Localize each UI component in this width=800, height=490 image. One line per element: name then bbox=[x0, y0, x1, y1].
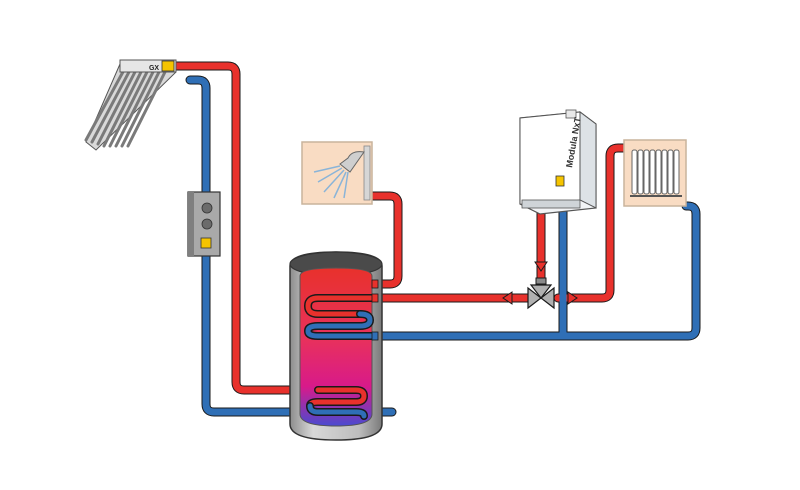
shower-panel bbox=[301, 141, 373, 205]
shower-head-icon bbox=[339, 151, 365, 173]
upper-heat-exchanger-coil bbox=[303, 294, 376, 340]
radiator-panel bbox=[623, 139, 687, 207]
collector-label: GX bbox=[149, 65, 159, 72]
collector-tubes bbox=[84, 68, 168, 148]
arrow-right-icon bbox=[567, 291, 578, 305]
pipe-outlines bbox=[155, 61, 701, 417]
radiator-return-pipe bbox=[368, 202, 700, 340]
solar-controller bbox=[187, 191, 221, 257]
tank-connections bbox=[371, 279, 379, 341]
pipe-network bbox=[156, 62, 700, 416]
radiator-icon bbox=[630, 149, 682, 197]
three-way-valve bbox=[527, 277, 555, 310]
solar-flow-pipe bbox=[156, 62, 322, 394]
flow-arrows bbox=[502, 261, 578, 305]
valve-to-radiator-pipe bbox=[554, 144, 628, 302]
boiler-brand-badge bbox=[555, 175, 565, 187]
solar-collector: GX bbox=[84, 59, 177, 151]
wall-boiler: Modula NxT bbox=[519, 109, 597, 215]
shower-supply-pipe bbox=[368, 192, 402, 288]
lower-heat-exchanger-coil bbox=[306, 386, 369, 420]
storage-tank bbox=[289, 251, 383, 441]
arrow-down-icon bbox=[534, 261, 548, 272]
controller-knob-icon bbox=[201, 218, 213, 230]
controller-indicator bbox=[200, 237, 212, 249]
controller-knob-icon bbox=[201, 202, 213, 214]
arrow-left-icon bbox=[502, 291, 513, 305]
shower-spray-icon bbox=[313, 165, 349, 199]
